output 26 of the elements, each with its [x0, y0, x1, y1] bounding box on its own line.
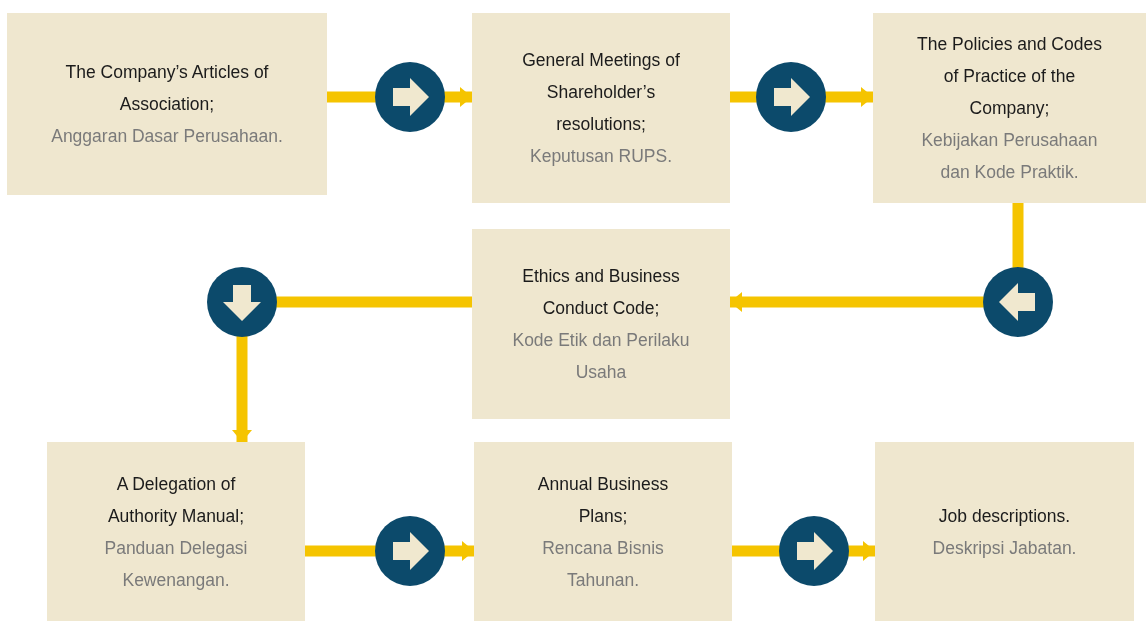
- text-box: [873, 13, 1146, 203]
- text-box: [472, 229, 730, 419]
- indonesian-text: Panduan Delegasi Kewenangan.: [103, 536, 249, 592]
- indonesian-text: Anggaran Dasar Perusahaan.: [51, 125, 283, 148]
- english-text: The Policies and Codes of Practice of the Company;: [916, 33, 1103, 120]
- english-text: The Company’s Articles of Association;: [64, 61, 270, 116]
- arrow-connector: [305, 516, 474, 586]
- english-text: General Meetings of Shareholder’s resolutions;: [521, 49, 681, 136]
- english-text: Annual Business Plans;: [536, 472, 670, 528]
- arrow-connector: [732, 516, 875, 586]
- text-box: [875, 442, 1134, 621]
- english-text: Ethics and Business Conduct Code;: [521, 265, 681, 320]
- indonesian-text: Deskripsi Jabatan.: [932, 536, 1077, 560]
- indonesian-text: Keputusan RUPS.: [530, 145, 672, 168]
- arrow-connector: [730, 203, 1053, 337]
- text-box: [47, 442, 305, 621]
- text-box: [472, 13, 730, 203]
- arrow-connector: [327, 62, 472, 132]
- text-box: [7, 13, 327, 195]
- indonesian-text: Kebijakan Perusahaan dan Kode Praktik.: [920, 129, 1099, 184]
- indonesian-text: Rencana Bisnis Tahunan.: [541, 536, 665, 592]
- arrow-connector: [207, 267, 472, 442]
- text-box: [474, 442, 732, 621]
- english-text: A Delegation of Authority Manual;: [106, 472, 246, 528]
- english-text: Job descriptions.: [938, 504, 1071, 528]
- indonesian-text: Kode Etik dan Perilaku Usaha: [512, 329, 690, 384]
